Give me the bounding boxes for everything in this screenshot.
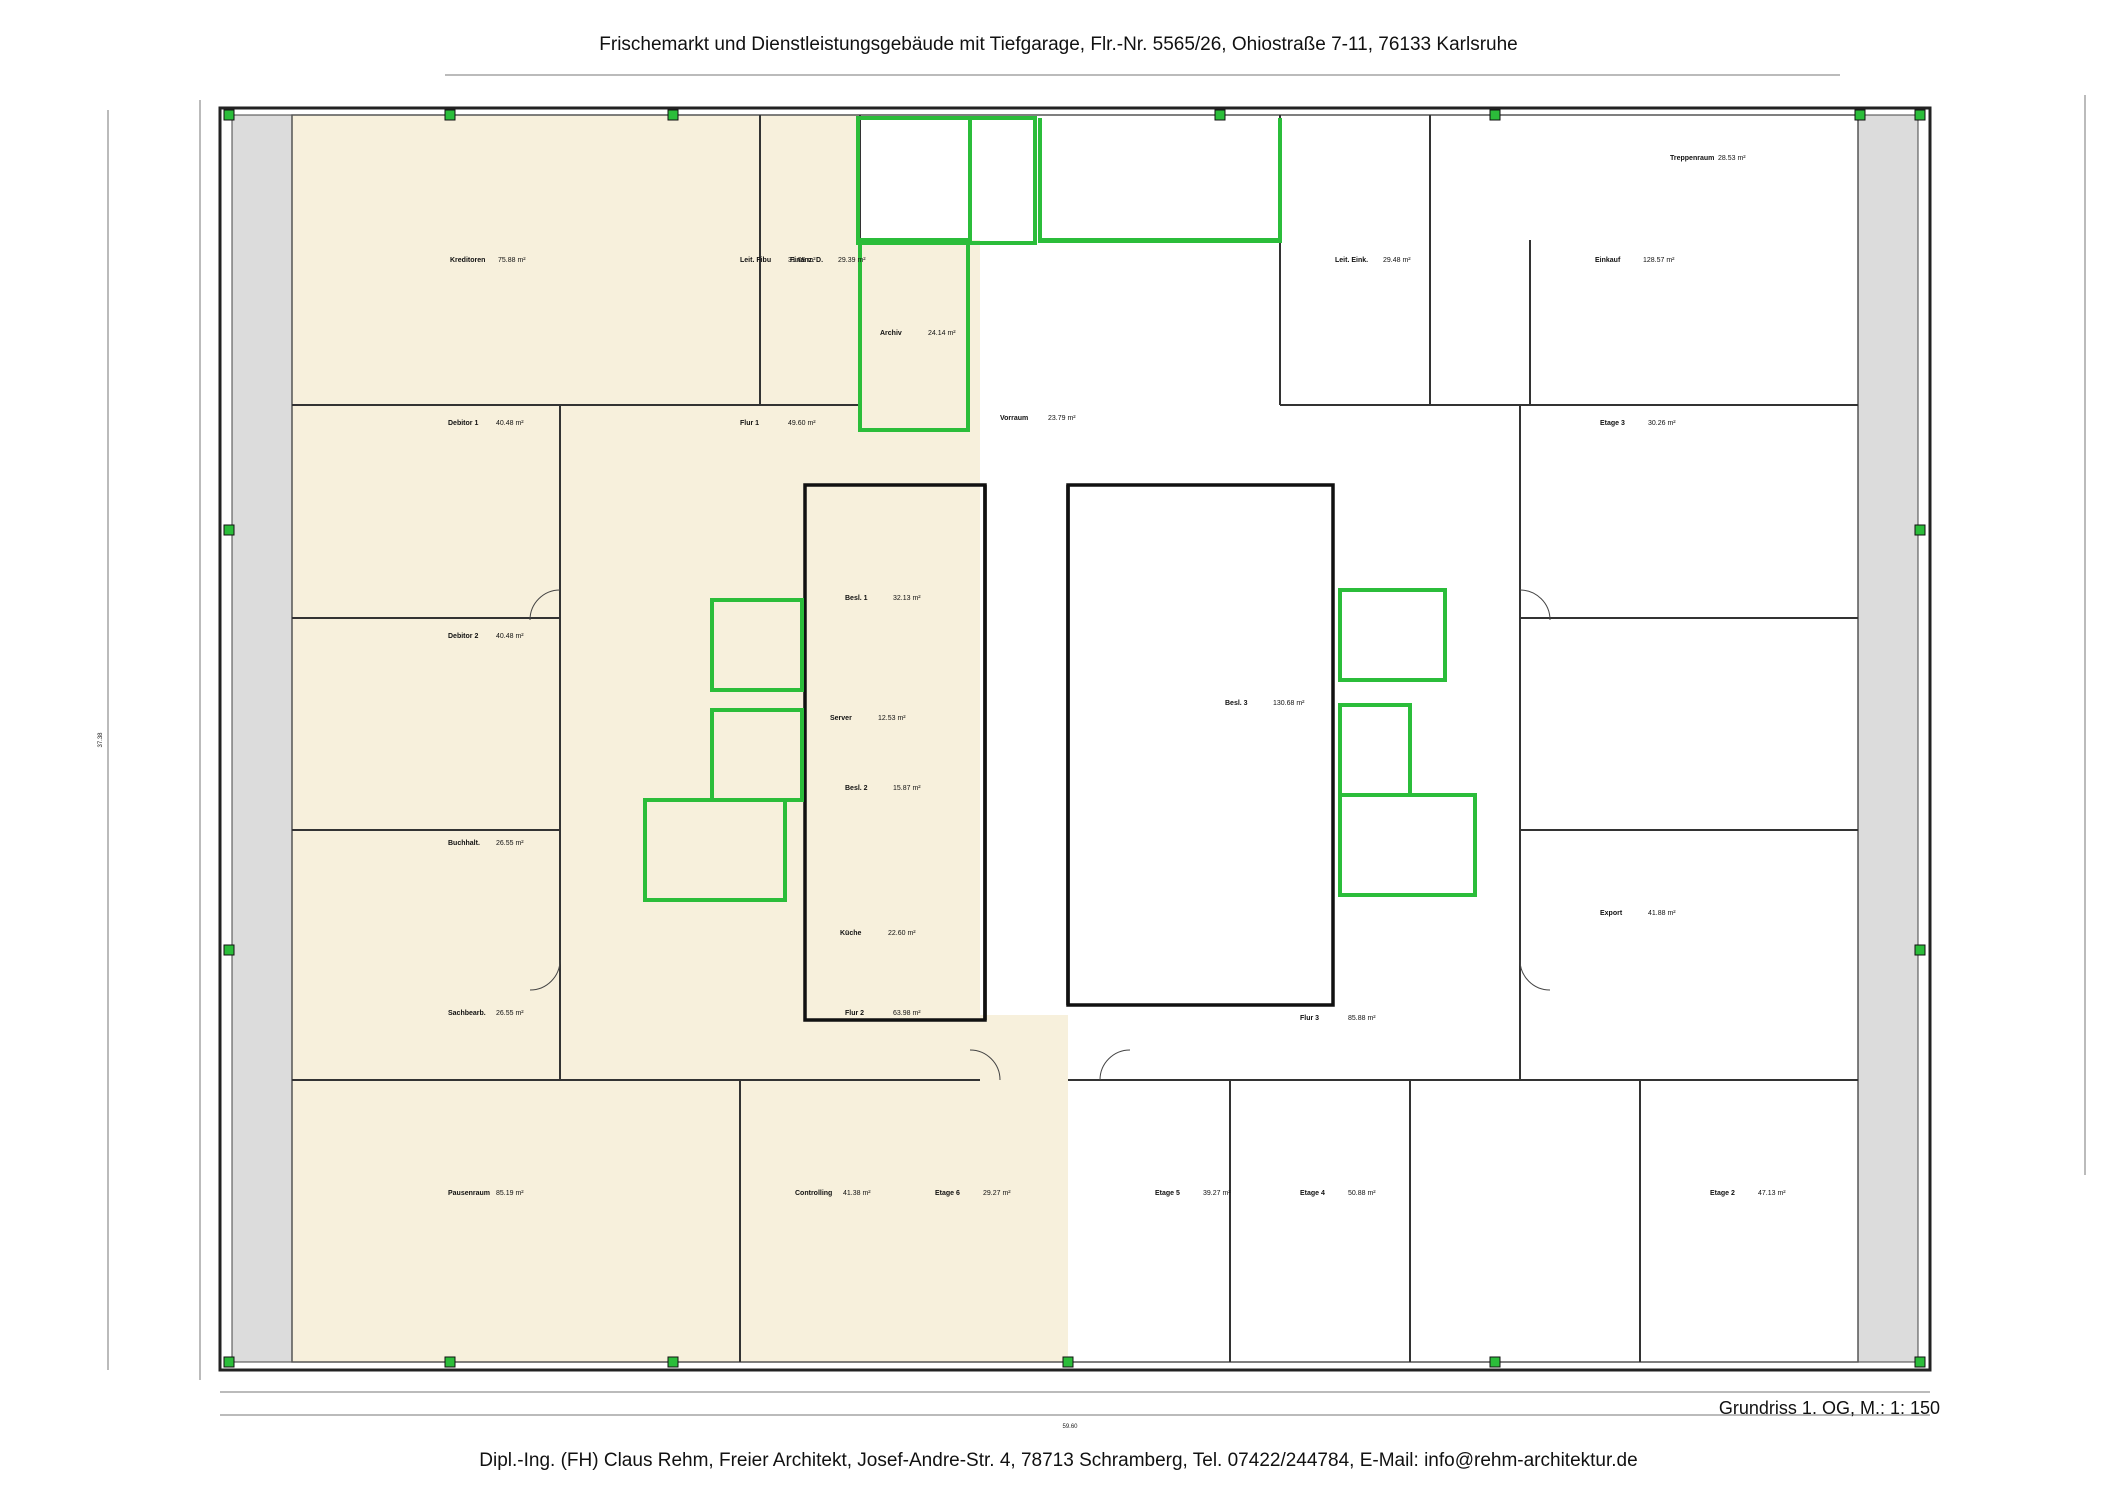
room-name-label: Controlling	[795, 1190, 832, 1197]
room-area-label: 85.88 m²	[1348, 1015, 1376, 1022]
room-name-label: Besl. 1	[845, 595, 868, 602]
room-name-label: Flur 1	[740, 420, 759, 427]
room-area-label: 29.39 m²	[838, 257, 866, 264]
overall-height-dim: 37.38	[98, 732, 104, 748]
room-name-label: Vorraum	[1000, 415, 1028, 422]
room-name-label: Leit. Fibu	[740, 257, 771, 264]
room-name-label: Flur 3	[1300, 1015, 1319, 1022]
facade-strip-left	[231, 114, 293, 1363]
room-name-label: Besl. 2	[845, 785, 868, 792]
room-area-label: 30.26 m²	[1648, 420, 1676, 427]
room-area-label: 40.48 m²	[496, 633, 524, 640]
room-area-label: 49.60 m²	[788, 420, 816, 427]
room-name-label: Küche	[840, 930, 862, 937]
room-name-label: Treppenraum	[1670, 155, 1714, 162]
room-area-label: 32.13 m²	[893, 595, 921, 602]
room-area-label: 130.68 m²	[1273, 700, 1305, 707]
columns	[223, 109, 1926, 1368]
room-labels: Kreditoren 75.88 m² Leit. Fibu 31.05 m²Fina…	[448, 155, 1786, 1197]
room-name-label: Export	[1600, 910, 1623, 917]
room-area-label: 63.98 m²	[893, 1010, 921, 1017]
wet-cells	[643, 116, 1477, 902]
room-name-label: Pausenraum	[448, 1190, 490, 1197]
door-swings	[529, 589, 1551, 1081]
room-area-label: 47.13 m²	[1758, 1190, 1786, 1197]
room-area-label: 75.88 m²	[498, 257, 526, 264]
room-area-label: 128.57 m²	[1643, 257, 1675, 264]
room-name-label: Archiv	[880, 330, 902, 337]
room-name-label: Debitor 2	[448, 633, 478, 640]
room-name-label: Sachbearb.	[448, 1010, 486, 1017]
room-name-label: Etage 3	[1600, 420, 1625, 427]
outer-wall	[218, 106, 1932, 1372]
core-walls	[803, 483, 1335, 1022]
plan-scale-label: Grundriss 1. OG, M.: 1: 150	[1718, 1398, 1940, 1418]
architect-footer: Dipl.-Ing. (FH) Claus Rehm, Freier Archi…	[479, 1450, 1638, 1471]
room-name-label: Finanz. D.	[790, 257, 823, 264]
room-name-label: Etage 6	[935, 1190, 960, 1197]
overall-width-dim: 59.60	[1062, 1424, 1078, 1430]
room-area-label: 22.60 m²	[888, 930, 916, 937]
room-area-label: 24.14 m²	[928, 330, 956, 337]
room-name-label: Kreditoren	[450, 257, 485, 264]
room-name-label: Etage 2	[1710, 1190, 1735, 1197]
room-area-label: 29.48 m²	[1383, 257, 1411, 264]
room-name-label: Etage 4	[1300, 1190, 1325, 1197]
room-area-label: 85.19 m²	[496, 1190, 524, 1197]
room-area-label: 26.55 m²	[496, 1010, 524, 1017]
tinted-zone	[292, 115, 1068, 1362]
room-area-label: 41.88 m²	[1648, 910, 1676, 917]
room-area-label: 15.87 m²	[893, 785, 921, 792]
inner-outline	[291, 114, 1859, 1363]
room-name-label: Server	[830, 715, 852, 722]
room-name-label: Besl. 3	[1225, 700, 1248, 707]
room-name-label: Etage 5	[1155, 1190, 1180, 1197]
room-name-label: Buchhalt.	[448, 840, 480, 847]
room-area-label: 28.53 m²	[1718, 155, 1746, 162]
room-name-label: Einkauf	[1595, 257, 1621, 264]
plan-title: Frischemarkt und Dienstleistungsgebäude …	[599, 34, 1518, 55]
room-area-label: 12.53 m²	[878, 715, 906, 722]
room-area-label: 41.38 m²	[843, 1190, 871, 1197]
room-area-label: 29.27 m²	[983, 1190, 1011, 1197]
room-area-label: 23.79 m²	[1048, 415, 1076, 422]
facade-strip-right	[1857, 114, 1919, 1363]
room-name-label: Flur 2	[845, 1010, 864, 1017]
room-area-label: 39.27 m²	[1203, 1190, 1231, 1197]
room-name-label: Debitor 1	[448, 420, 478, 427]
room-area-label: 26.55 m²	[496, 840, 524, 847]
room-area-label: 50.88 m²	[1348, 1190, 1376, 1197]
room-area-label: 31.05 m²	[788, 257, 816, 264]
room-area-label: 40.48 m²	[496, 420, 524, 427]
room-name-label: Leit. Eink.	[1335, 257, 1368, 264]
